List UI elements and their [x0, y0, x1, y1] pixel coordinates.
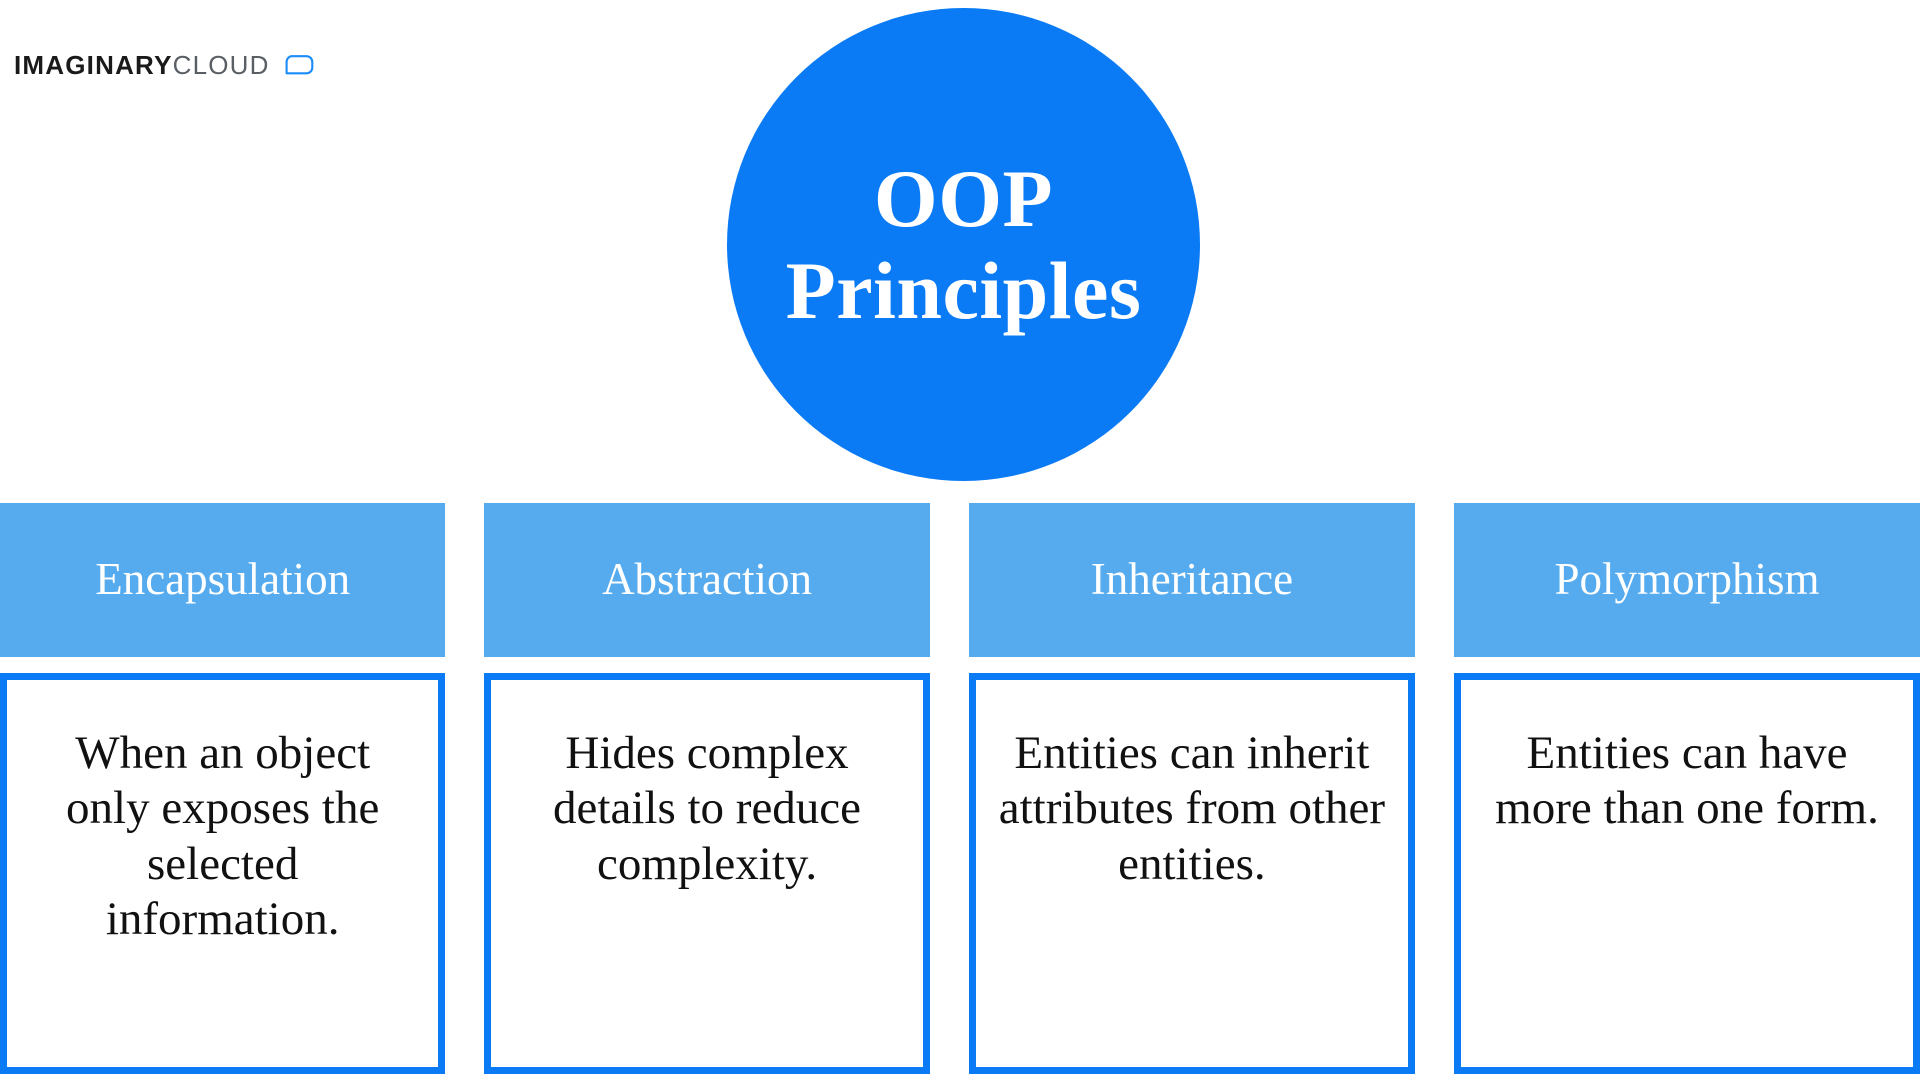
principles-row: Encapsulation When an object only expose… — [0, 503, 1920, 1074]
card-description-encapsulation: When an object only exposes the selected… — [66, 727, 380, 946]
hero-title-line-2: Principles — [785, 244, 1142, 336]
oop-principles-hero-circle: OOP Principles — [727, 8, 1200, 481]
card-description-polymorphism: Entities can have more than one form. — [1495, 727, 1879, 835]
card-title-polymorphism: Polymorphism — [1554, 554, 1820, 605]
card-body-encapsulation: When an object only exposes the selected… — [0, 673, 446, 1074]
card-description-inheritance: Entities can inherit attributes from oth… — [998, 727, 1386, 890]
card-header-inheritance: Inheritance — [968, 503, 1416, 657]
card-body-abstraction: Hides complex details to reduce complexi… — [484, 673, 930, 1074]
card-header-encapsulation: Encapsulation — [0, 503, 446, 657]
hero-title-line-1: OOP — [873, 152, 1054, 244]
principle-card-inheritance: Inheritance Entities can inherit attribu… — [968, 503, 1416, 1074]
card-spacer — [484, 657, 929, 673]
card-body-inheritance: Entities can inherit attributes from oth… — [968, 673, 1416, 1074]
card-spacer — [1454, 657, 1920, 673]
brand-name-bold: IMAGINARY — [14, 50, 173, 80]
principle-card-abstraction: Abstraction Hides complex details to red… — [484, 503, 930, 1074]
principle-card-encapsulation: Encapsulation When an object only expose… — [0, 503, 446, 1074]
brand-name-light: CLOUD — [172, 50, 270, 80]
card-title-abstraction: Abstraction — [602, 554, 813, 605]
card-header-abstraction: Abstraction — [484, 503, 930, 657]
card-title-inheritance: Inheritance — [1090, 554, 1294, 605]
card-spacer — [969, 657, 1415, 673]
principle-card-polymorphism: Polymorphism Entities can have more than… — [1454, 503, 1920, 1074]
card-header-polymorphism: Polymorphism — [1454, 503, 1920, 657]
card-description-abstraction: Hides complex details to reduce complexi… — [553, 727, 862, 890]
speech-bubble-icon — [284, 54, 314, 76]
card-title-encapsulation: Encapsulation — [95, 554, 351, 605]
card-body-polymorphism: Entities can have more than one form. — [1454, 673, 1920, 1074]
card-spacer — [0, 657, 445, 673]
